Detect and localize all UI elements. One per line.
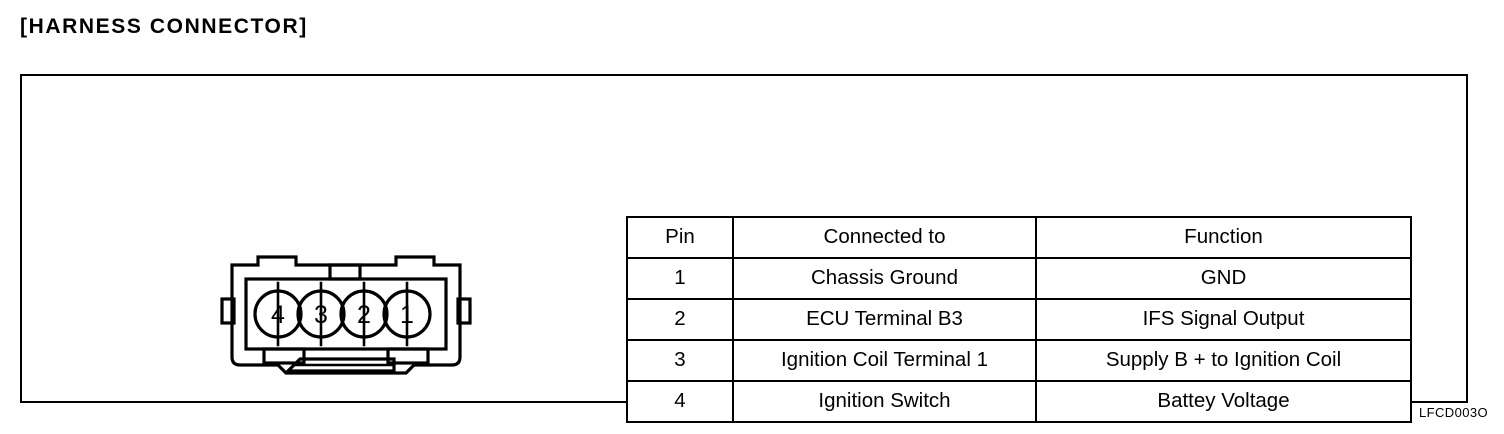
cell-pin: 3 [626,339,734,382]
cell-connected-to: Ignition Coil Terminal 1 [732,339,1037,382]
top-keyway-tab [328,263,362,281]
right-latch-tab [456,297,472,325]
pinout-table: Pin Connected to Function 1 Chassis Grou… [626,216,1412,423]
cell-function: Battey Voltage [1035,380,1412,423]
pin-bore-4 [253,289,303,339]
table-header-row: Pin Connected to Function [626,216,1412,259]
cell-function: Supply B + to Ignition Coil [1035,339,1412,382]
cell-connected-to: ECU Terminal B3 [732,298,1037,341]
column-header-function: Function [1035,216,1412,259]
table-row: 3 Ignition Coil Terminal 1 Supply B + to… [626,339,1412,382]
pin-number-1: 1 [400,301,414,329]
diagram-frame: 4 3 2 1 Pin Connected to Function [20,74,1468,423]
column-header-connected-to: Connected to [732,216,1037,259]
table-row: 4 Ignition Switch Battey Voltage [626,380,1412,423]
pin-number-4: 4 [271,301,285,329]
bottom-left-notch [262,347,306,365]
cell-pin: 2 [626,298,734,341]
cell-connected-to: Ignition Switch [732,380,1037,423]
left-latch-tab [220,297,236,325]
cell-function: IFS Signal Output [1035,298,1412,341]
harness-connector-illustration: 4 3 2 1 [218,251,474,379]
figure-code-label: LFCD003O [1419,405,1488,420]
bottom-lock-bar [284,357,396,373]
cell-pin: 1 [626,257,734,300]
pin-bore-1 [382,289,432,339]
cell-connected-to: Chassis Ground [732,257,1037,300]
page-title: [HARNESS CONNECTOR] [20,15,308,38]
pin-bore-2 [339,289,389,339]
pin-bore-3 [296,289,346,339]
table-row: 1 Chassis Ground GND [626,257,1412,300]
table-row: 2 ECU Terminal B3 IFS Signal Output [626,298,1412,341]
pin-number-2: 2 [357,301,371,329]
bottom-right-notch [386,347,430,365]
column-header-pin: Pin [626,216,734,259]
cell-pin: 4 [626,380,734,423]
connector-housing-outline [230,255,462,375]
pin-number-3: 3 [314,301,328,329]
connector-svg: 4 3 2 1 [220,255,472,375]
cell-function: GND [1035,257,1412,300]
terminal-cavity [244,277,448,351]
